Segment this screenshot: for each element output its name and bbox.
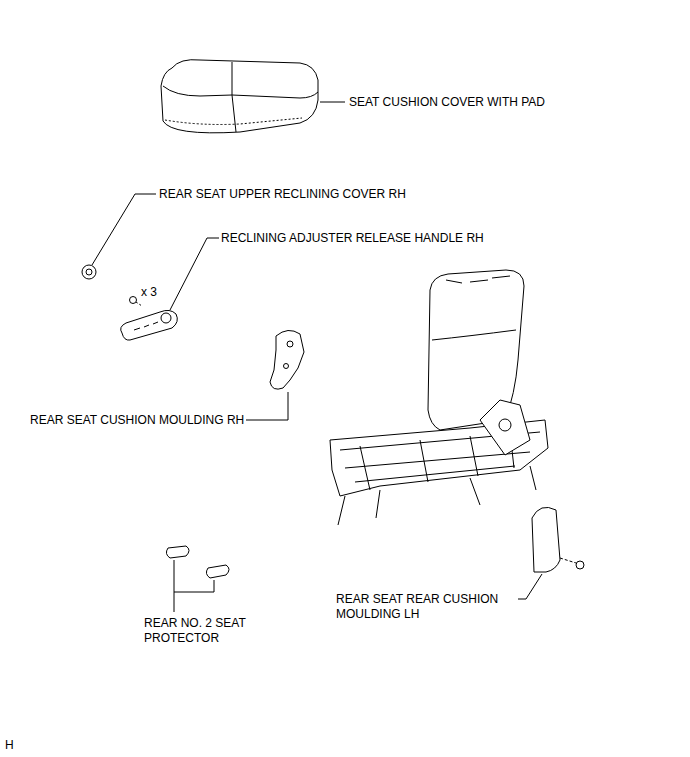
leader-line — [518, 574, 542, 599]
bracket-line — [174, 560, 214, 612]
part-label: REAR SEAT CUSHION MOULDING RH — [30, 413, 270, 428]
reclining-cover — [82, 265, 96, 279]
part-label: REAR NO. 2 SEAT PROTECTOR — [144, 616, 269, 646]
cushion-cover — [161, 60, 318, 133]
leader-line — [320, 102, 345, 103]
seat-protector — [166, 546, 229, 578]
part-label: REAR SEAT UPPER RECLINING COVER RH — [159, 187, 459, 202]
figure-mark: H — [5, 738, 35, 753]
release-handle — [121, 310, 178, 340]
leader-line — [246, 392, 288, 420]
part-label: RECLINING ADJUSTER RELEASE HANDLE RH — [221, 231, 541, 246]
quantity-note: x 3 — [141, 285, 181, 300]
cushion-moulding-rh — [270, 330, 304, 389]
part-label: REAR SEAT REAR CUSHION MOULDING LH — [336, 592, 526, 622]
seat-assembly — [330, 270, 548, 525]
leader-line — [170, 238, 219, 310]
cushion-moulding-lh — [532, 507, 584, 572]
screw — [130, 297, 143, 307]
leader-line — [92, 194, 156, 265]
part-label: SEAT CUSHION COVER WITH PAD — [349, 95, 609, 110]
